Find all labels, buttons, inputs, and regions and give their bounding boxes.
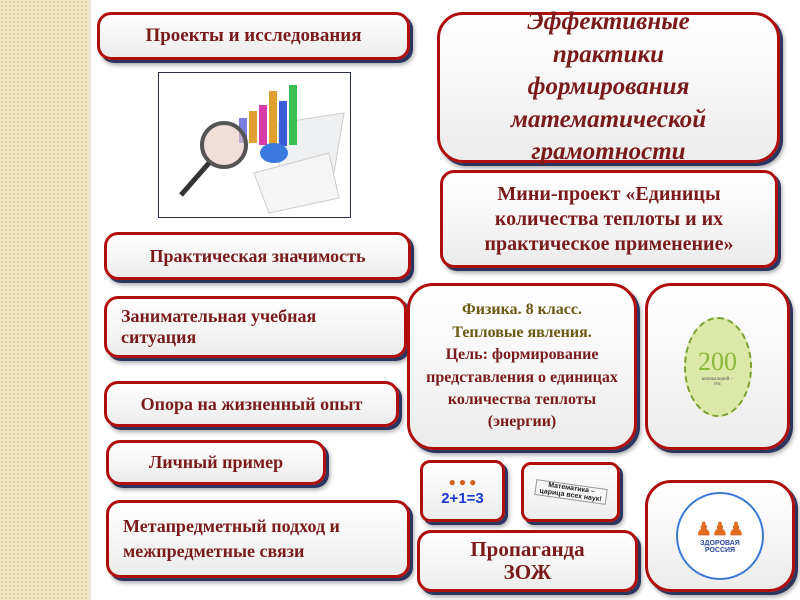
magnifier-icon <box>200 121 248 169</box>
physics-grade: Физика. 8 класс. <box>462 301 582 319</box>
strip-edge <box>88 0 91 600</box>
practical-label: Практическая значимость <box>149 245 366 266</box>
mushrooms-icon: ● ● ● <box>448 475 477 489</box>
calorie-number: 200 <box>698 346 737 376</box>
decorative-strip <box>0 0 88 600</box>
healthy-russia-logo: ♟♟♟ ЗДОРОВАЯ РОССИЯ <box>676 492 764 580</box>
healthy-russia-label: ЗДОРОВАЯ РОССИЯ <box>700 539 740 554</box>
physics-box: Физика. 8 класс. Тепловые явления. Цель:… <box>407 283 637 450</box>
practical-box: Практическая значимость <box>104 232 411 280</box>
personal-example-label: Личный пример <box>148 452 284 472</box>
zozh-box: Пропаганда ЗОЖ <box>417 530 638 592</box>
math-banner: Математика – царица всех наук! <box>533 479 608 505</box>
calorie-caption: килокалорий – это: <box>701 376 734 387</box>
physics-goal: Цель: формирование представления о едини… <box>426 346 618 431</box>
life-experience-label: Опора на жизненный опыт <box>140 393 363 414</box>
personal-example-box: Личный пример <box>106 440 326 485</box>
title-box: Эффективные практики формирования матема… <box>437 8 780 165</box>
equation-label: 2+1=3 <box>441 490 484 507</box>
projects-box: Проекты и исследования <box>97 12 410 60</box>
physics-topic: Тепловые явления. <box>452 323 592 341</box>
mini-project-box: Мини-проект «Единицы количества теплоты … <box>440 170 778 268</box>
analytics-image <box>158 72 351 218</box>
metasubject-box: Метапредметный подход и межпредметные св… <box>106 500 410 578</box>
entertaining-label: Занимательная учебная ситуация <box>121 306 317 347</box>
projects-label: Проекты и исследования <box>145 25 362 46</box>
entertaining-box: Занимательная учебная ситуация <box>104 296 407 358</box>
people-icon: ♟♟♟ <box>695 518 745 539</box>
slide-title: Эффективные практики формирования матема… <box>510 8 707 166</box>
metasubject-label: Метапредметный подход и межпредметные св… <box>123 515 340 561</box>
math-image-box: Математика – царица всех наук! <box>521 462 620 522</box>
healthy-russia-box: ♟♟♟ ЗДОРОВАЯ РОССИЯ <box>645 480 795 592</box>
zozh-label: Пропаганда ЗОЖ <box>470 536 585 584</box>
equation-image-box: ● ● ● 2+1=3 <box>420 460 505 522</box>
calorie-oval: 200 килокалорий – это: <box>683 316 752 417</box>
life-experience-box: Опора на жизненный опыт <box>104 381 399 427</box>
mini-project-label: Мини-проект «Единицы количества теплоты … <box>484 182 734 255</box>
calorie-image-box: 200 килокалорий – это: <box>645 283 790 450</box>
